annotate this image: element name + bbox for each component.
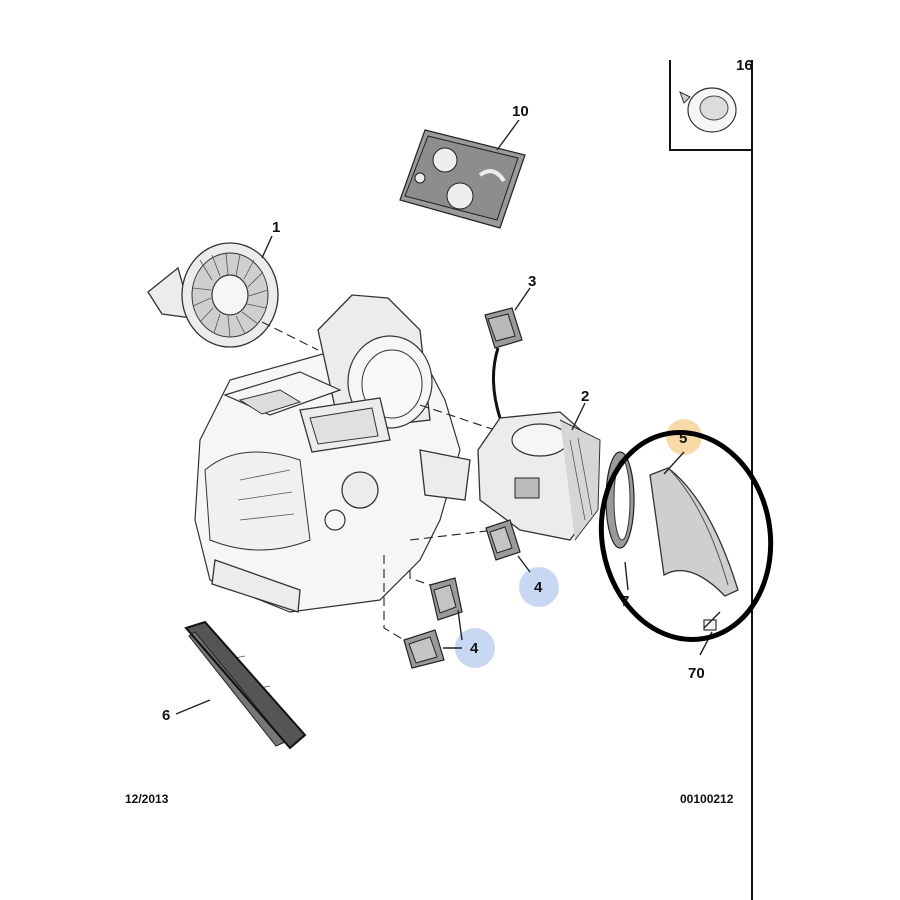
callout-1: 1: [272, 219, 280, 236]
flap-actuator-middle: [429, 577, 463, 621]
flap-actuator-lower: [403, 629, 445, 669]
callout-5: 5: [679, 430, 687, 447]
callout-4-upper: 4: [534, 579, 543, 596]
callout-70: 70: [688, 665, 705, 682]
highlight-ring: [598, 430, 774, 642]
clip-part-70: [703, 611, 721, 631]
duct-cover: [649, 467, 739, 597]
callout-4-lower-highlight: [455, 628, 495, 668]
callout-10: 10: [512, 103, 529, 120]
distribution-case: [477, 411, 601, 541]
callout-2: 2: [581, 388, 589, 405]
resistor-connector: [484, 307, 523, 419]
flap-actuator-upper: [485, 519, 521, 561]
callout-5-highlight: [666, 419, 702, 455]
callout-4-lower: 4: [470, 640, 479, 657]
blower-motor-fan: [147, 242, 279, 348]
reference-code: 00100212: [680, 792, 734, 806]
callout-16: 16: [736, 57, 753, 74]
clip-part-16: [679, 87, 737, 133]
heater-housing: [194, 294, 471, 613]
cabin-filter: [184, 620, 307, 750]
callout-6: 6: [162, 707, 170, 724]
callout-4-upper-highlight: [519, 567, 559, 607]
inset-frame: [669, 60, 752, 151]
flap-linkage-kit: [399, 129, 526, 229]
date-code: 12/2013: [125, 792, 169, 806]
callout-3: 3: [528, 273, 536, 290]
